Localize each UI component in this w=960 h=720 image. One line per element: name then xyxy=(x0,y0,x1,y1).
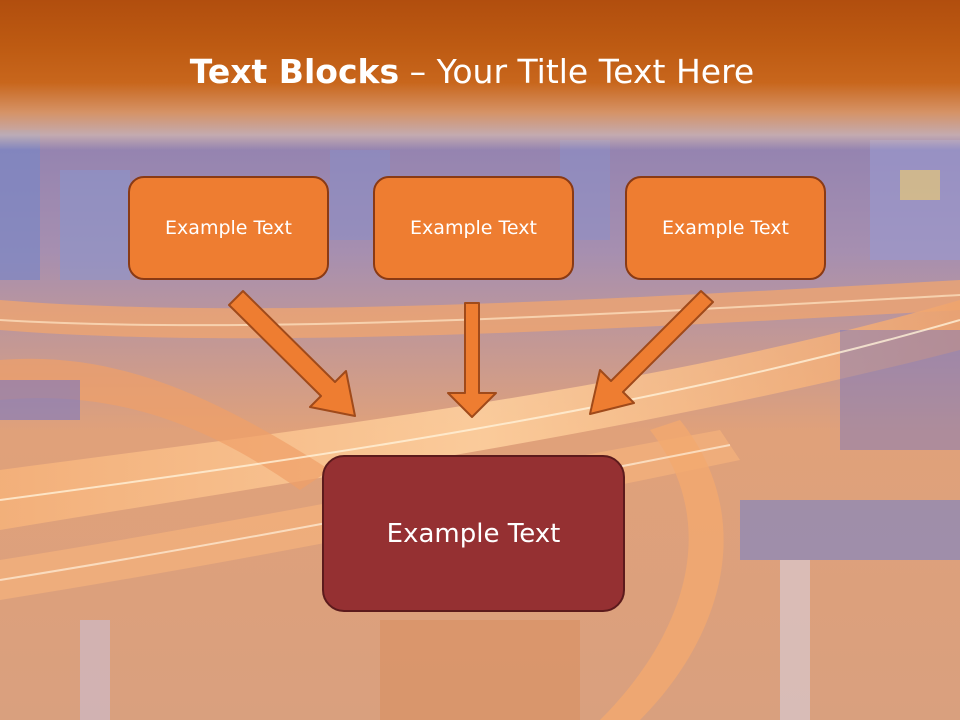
arrow-right-icon xyxy=(589,290,714,415)
arrow-down-icon xyxy=(447,302,497,418)
text-block-1[interactable]: Example Text xyxy=(128,176,329,280)
text-block-2-label: Example Text xyxy=(410,217,537,239)
text-block-3[interactable]: Example Text xyxy=(625,176,826,280)
title-dash: – xyxy=(399,52,437,91)
title-banner xyxy=(0,0,960,150)
target-text-block[interactable]: Example Text xyxy=(322,455,625,612)
text-block-3-label: Example Text xyxy=(662,217,789,239)
arrow-left-icon xyxy=(228,290,356,417)
text-block-1-label: Example Text xyxy=(165,217,292,239)
text-block-2[interactable]: Example Text xyxy=(373,176,574,280)
slide-title: Text Blocks – Your Title Text Here xyxy=(0,52,944,91)
title-rest-text: Your Title Text Here xyxy=(436,52,755,91)
title-bold-text: Text Blocks xyxy=(189,52,400,91)
target-text-block-label: Example Text xyxy=(386,518,561,549)
